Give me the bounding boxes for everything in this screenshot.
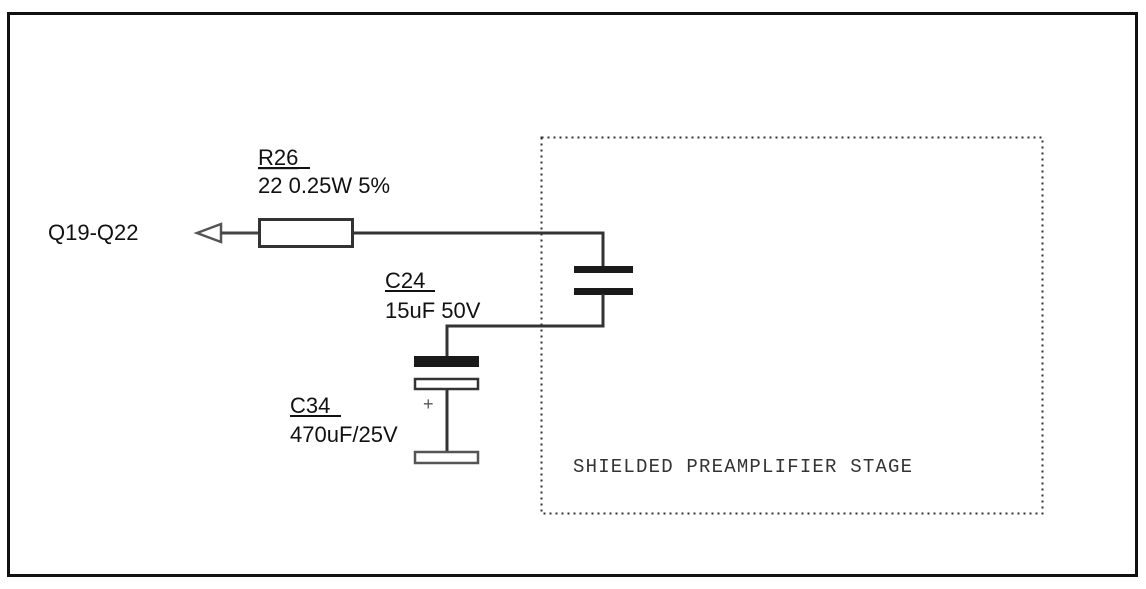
r26-ref: R26: [258, 145, 298, 170]
resistor-r26-symbol: [258, 218, 354, 248]
wire-r26-c24: [352, 231, 605, 267]
c34-plate-positive: [413, 377, 480, 391]
wire-c24-c34: [445, 294, 605, 357]
c24-plate-bottom: [574, 288, 633, 295]
c24-value: 15uF 50V: [385, 298, 481, 323]
outer-frame: [7, 12, 1138, 577]
c34-ref: C34: [290, 393, 330, 418]
c34-ground-terminal: [413, 450, 480, 465]
output-arrow-icon: [193, 222, 223, 244]
c24-plate-top: [574, 266, 633, 273]
r26-value: 22 0.25W 5%: [258, 173, 390, 198]
c34-plate-negative: [414, 356, 479, 367]
c24-ref: C24: [385, 268, 425, 293]
c34-value: 470uF/25V: [290, 422, 398, 447]
shield-label: SHIELDED PREAMPLIFIER STAGE: [573, 456, 913, 478]
net-port-label: Q19-Q22: [48, 220, 139, 245]
c34-polarity-mark: +: [423, 394, 434, 414]
